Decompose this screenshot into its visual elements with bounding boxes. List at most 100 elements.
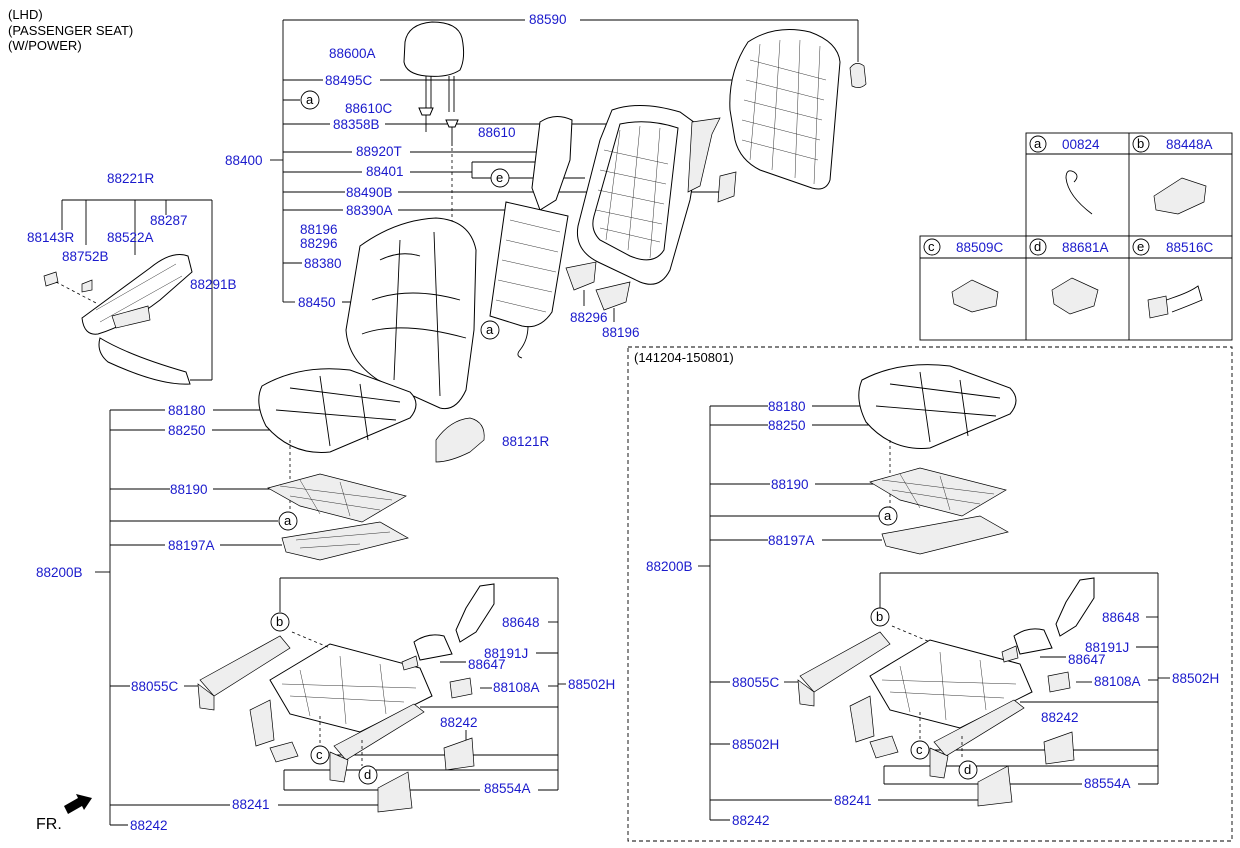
inset-label-88197A: 88197A [768,533,815,548]
front-arrow-icon [64,794,92,814]
inset-label-88200B: 88200B [646,559,693,574]
label-88241: 88241 [232,797,270,812]
harness-icon-e [1149,285,1203,313]
legend-part-a: 00824 [1062,137,1100,152]
label-88121R: 88121R [502,434,550,449]
labels-seatback: 88590 88600A 88495C 88610C 88358B 88610 … [225,12,640,449]
legend-part-d: 88681A [1062,240,1109,255]
inset-label-88180: 88180 [768,399,806,414]
side-shield-drawing [43,254,193,385]
legend-table: a 00824 b 88448A c 88509C d 88681A e 885… [919,132,1233,341]
labels-side-shield: 88221R 88143R 88287 88522A 88752B 88291B [27,171,237,292]
front-label: FR. [36,816,62,833]
legend-part-c: 88509C [956,240,1004,255]
inset-callout-a: a [884,508,892,523]
header-lhd: (LHD) [8,7,43,22]
inset-date-range: (141204-150801) [634,350,734,365]
inset-label-88055C: 88055C [732,675,780,690]
cushion-drawing [258,368,417,561]
label-88610: 88610 [478,125,516,140]
label-88296-a: 88296 [300,236,338,251]
inset-label-88242-a: 88242 [1041,710,1079,725]
inset-label-88242-b: 88242 [732,813,770,828]
label-88647: 88647 [468,657,506,672]
inset-label-88502H: 88502H [1172,671,1219,686]
front-indicator: FR. [36,794,92,833]
label-88291B: 88291B [190,277,237,292]
label-88502H: 88502H [568,677,615,692]
label-88242-b: 88242 [130,818,168,833]
legend-part-e: 88516C [1166,240,1214,255]
label-88197A: 88197A [168,538,215,553]
label-88450: 88450 [298,295,336,310]
legend-key-d: d [1034,239,1041,254]
callouts-main: a e a a b c d [270,90,510,785]
inset-label-88241: 88241 [834,793,872,808]
inset-label-88554A: 88554A [1084,776,1131,791]
callout-c-1: c [316,747,323,762]
inset-label-88191J: 88191J [1085,640,1129,655]
motor-icon-b [1153,177,1207,215]
seat-track-drawing [197,583,495,813]
label-88590: 88590 [529,12,567,27]
label-88200B: 88200B [36,565,83,580]
legend-part-b: 88448A [1166,137,1213,152]
label-88390A: 88390A [346,203,393,218]
motor-icon-d [1051,277,1099,315]
label-88190: 88190 [170,482,208,497]
legend-key-a: a [1034,136,1042,151]
callout-a-1: a [306,92,314,107]
label-88380: 88380 [304,256,342,271]
label-88554A: 88554A [484,781,531,796]
lumbar-panel-drawing [489,201,631,359]
label-88648: 88648 [502,615,540,630]
label-88358B: 88358B [333,117,380,132]
label-88287: 88287 [150,213,188,228]
inset-label-88250: 88250 [768,418,806,433]
label-88400: 88400 [225,153,263,168]
label-88242-a: 88242 [440,715,478,730]
callout-a-3: a [284,513,292,528]
seatback-cover-drawing [345,217,485,463]
label-88221R: 88221R [107,171,155,186]
connector-icon-e [1147,295,1169,319]
label-88191J: 88191J [484,646,528,661]
legend-key-c: c [928,239,935,254]
label-88752B: 88752B [62,249,109,264]
inset-callout-b: b [876,609,883,624]
motor-icon-c [951,279,999,313]
inset-label-88502H-b: 88502H [732,737,779,752]
side-shield-leaders [61,199,213,381]
callout-e-1: e [496,170,503,185]
inset-callout-d: d [964,762,971,777]
label-88196-a: 88196 [300,222,338,237]
label-88610C: 88610C [345,101,393,116]
label-88495C: 88495C [325,73,373,88]
label-88920T: 88920T [356,144,402,159]
headrest-drawing [403,21,465,112]
callout-b-1: b [276,614,283,629]
label-88055C: 88055C [131,679,179,694]
labels-cushion: 88180 88250 88190 88197A 88200B 88648 88… [36,403,615,833]
label-88108A: 88108A [493,680,540,695]
inset-label-88108A: 88108A [1094,674,1141,689]
legend-key-b: b [1137,136,1144,151]
inset-label-88647: 88647 [1068,652,1106,667]
label-88143R: 88143R [27,230,75,245]
inset-label-88648: 88648 [1102,610,1140,625]
header-passenger-seat: (PASSENGER SEAT) [8,23,133,38]
label-88401: 88401 [366,164,404,179]
legend-key-e: e [1137,239,1144,254]
label-88180: 88180 [168,403,206,418]
label-88600A: 88600A [329,46,376,61]
seatback-frame-drawing [531,104,737,285]
inset-label-88190: 88190 [771,477,809,492]
callout-a-2: a [486,322,494,337]
callout-d-1: d [364,767,371,782]
back-panel-drawing [729,29,867,190]
inset-box: (141204-150801) [627,346,1233,842]
inset-callout-c: c [916,742,923,757]
header-power: (W/POWER) [8,38,82,53]
label-88490B: 88490B [346,185,393,200]
label-88196-b: 88196 [602,325,640,340]
